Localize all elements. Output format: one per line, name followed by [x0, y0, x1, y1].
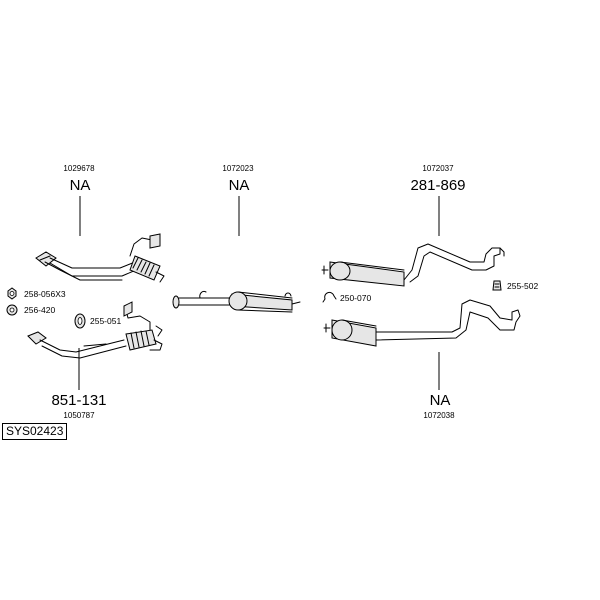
- rear-silencer-lower-drawing: [323, 299, 521, 347]
- part-1072023[interactable]: 1072023 NA: [222, 164, 254, 236]
- accessory-255-051[interactable]: 255-051: [74, 313, 121, 329]
- part-ref-number: 1072023: [222, 164, 254, 173]
- accessory-255-502[interactable]: 255-502: [492, 280, 538, 291]
- part-label: 851-131: [51, 392, 106, 409]
- clamp-icon: [322, 291, 337, 303]
- intermediate-pipe-drawing: [172, 291, 301, 313]
- accessory-code: 258-056X3: [24, 289, 66, 299]
- rubber-hanger-icon: [492, 280, 502, 291]
- accessory-250-070[interactable]: 250-070: [322, 291, 371, 303]
- part-ref-number: 1050787: [63, 411, 95, 420]
- part-1050787[interactable]: 851-131 1050787: [51, 348, 107, 420]
- part-label: NA: [70, 177, 91, 194]
- front-pipe-drawing-upper: [35, 233, 165, 283]
- part-ref-number: 1072038: [423, 411, 455, 420]
- accessory-code: 256-420: [24, 305, 55, 315]
- system-id-label: SYS02423: [2, 423, 68, 440]
- accessory-code: 255-502: [507, 281, 538, 291]
- part-1029678[interactable]: 1029678 NA: [63, 164, 95, 236]
- part-label: NA: [229, 177, 250, 194]
- part-ref-number: 1029678: [63, 164, 95, 173]
- front-pipe-drawing-lower: [27, 301, 163, 359]
- part-label: NA: [430, 392, 451, 409]
- accessory-code: 255-051: [90, 316, 121, 326]
- part-ref-number: 1072037: [422, 164, 454, 173]
- part-1072038[interactable]: NA 1072038: [423, 352, 455, 420]
- accessory-256-420[interactable]: 256-420: [6, 304, 55, 316]
- part-label: 281-869: [410, 177, 465, 194]
- accessory-code: 250-070: [340, 293, 371, 303]
- accessory-258-056X3[interactable]: 258-056X3: [7, 287, 66, 300]
- part-1072037[interactable]: 1072037 281-869: [410, 164, 466, 236]
- rear-silencer-upper-drawing: [321, 243, 505, 287]
